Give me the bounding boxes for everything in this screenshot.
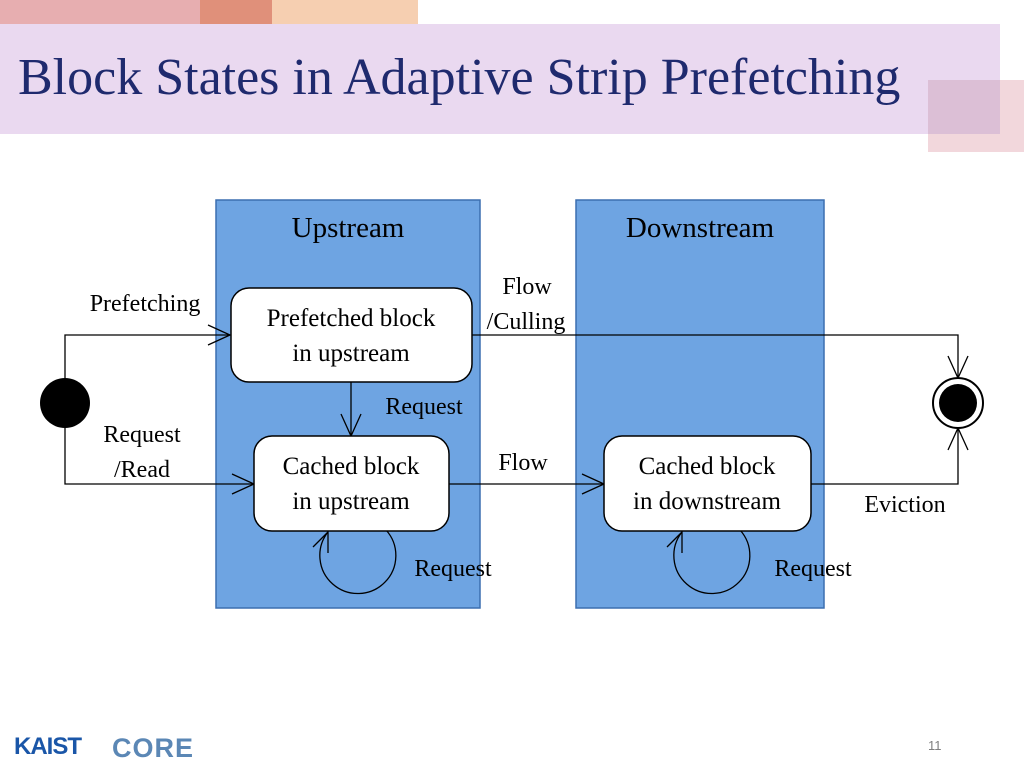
label-request-self-downstream: Request [774, 556, 852, 582]
state-cached-downstream-line2: in downstream [633, 488, 781, 515]
state-prefetched-upstream-line1: Prefetched block [267, 305, 436, 332]
label-flow-culling-line1: Flow [502, 274, 552, 300]
eviction-transition [811, 428, 959, 485]
prefetching-transition [64, 334, 230, 380]
request-self-loop-downstream-arrowhead [666, 530, 683, 553]
request-self-loop-upstream-arrowhead [312, 530, 329, 553]
kaist-logo: KAIST [14, 733, 82, 760]
state-prefetched-upstream-line2: in upstream [292, 340, 410, 367]
label-request-read-line2: /Read [114, 457, 170, 483]
state-cached-downstream [603, 435, 812, 532]
label-prefetching: Prefetching [90, 291, 201, 317]
decor-square-right-mauve [928, 80, 1000, 134]
upstream-region-label: Upstream [292, 212, 405, 244]
request-read-transition [64, 426, 254, 485]
final-state [939, 384, 977, 422]
initial-state [40, 378, 90, 428]
core-logo: CORE [112, 733, 195, 763]
state-cached-downstream-line1: Cached block [639, 453, 776, 480]
label-flow-culling-line2: /Culling [487, 309, 566, 335]
request-self-loop-downstream [673, 529, 751, 595]
upstream-region [215, 199, 481, 609]
downstream-region [575, 199, 825, 609]
title-band [0, 24, 1000, 134]
prefetching-arrowhead [207, 324, 232, 346]
downstream-region-label: Downstream [626, 212, 775, 244]
state-cached-upstream [253, 435, 450, 532]
label-flow-up-to-down: Flow [498, 450, 548, 476]
request-self-loop-upstream [319, 529, 397, 595]
label-request-self-upstream: Request [414, 556, 492, 582]
flow-culling-transition [472, 334, 959, 378]
label-request-prefetched-to-cached: Request [385, 394, 463, 420]
state-prefetched-upstream [230, 287, 473, 383]
state-cached-upstream-line1: Cached block [283, 453, 420, 480]
page-number: 11 [928, 738, 942, 753]
page-title: Block States in Adaptive Strip Prefetchi… [18, 49, 901, 106]
state-cached-upstream-line2: in upstream [292, 488, 410, 515]
label-request-read-line1: Request [103, 422, 181, 448]
label-eviction: Eviction [864, 492, 945, 518]
